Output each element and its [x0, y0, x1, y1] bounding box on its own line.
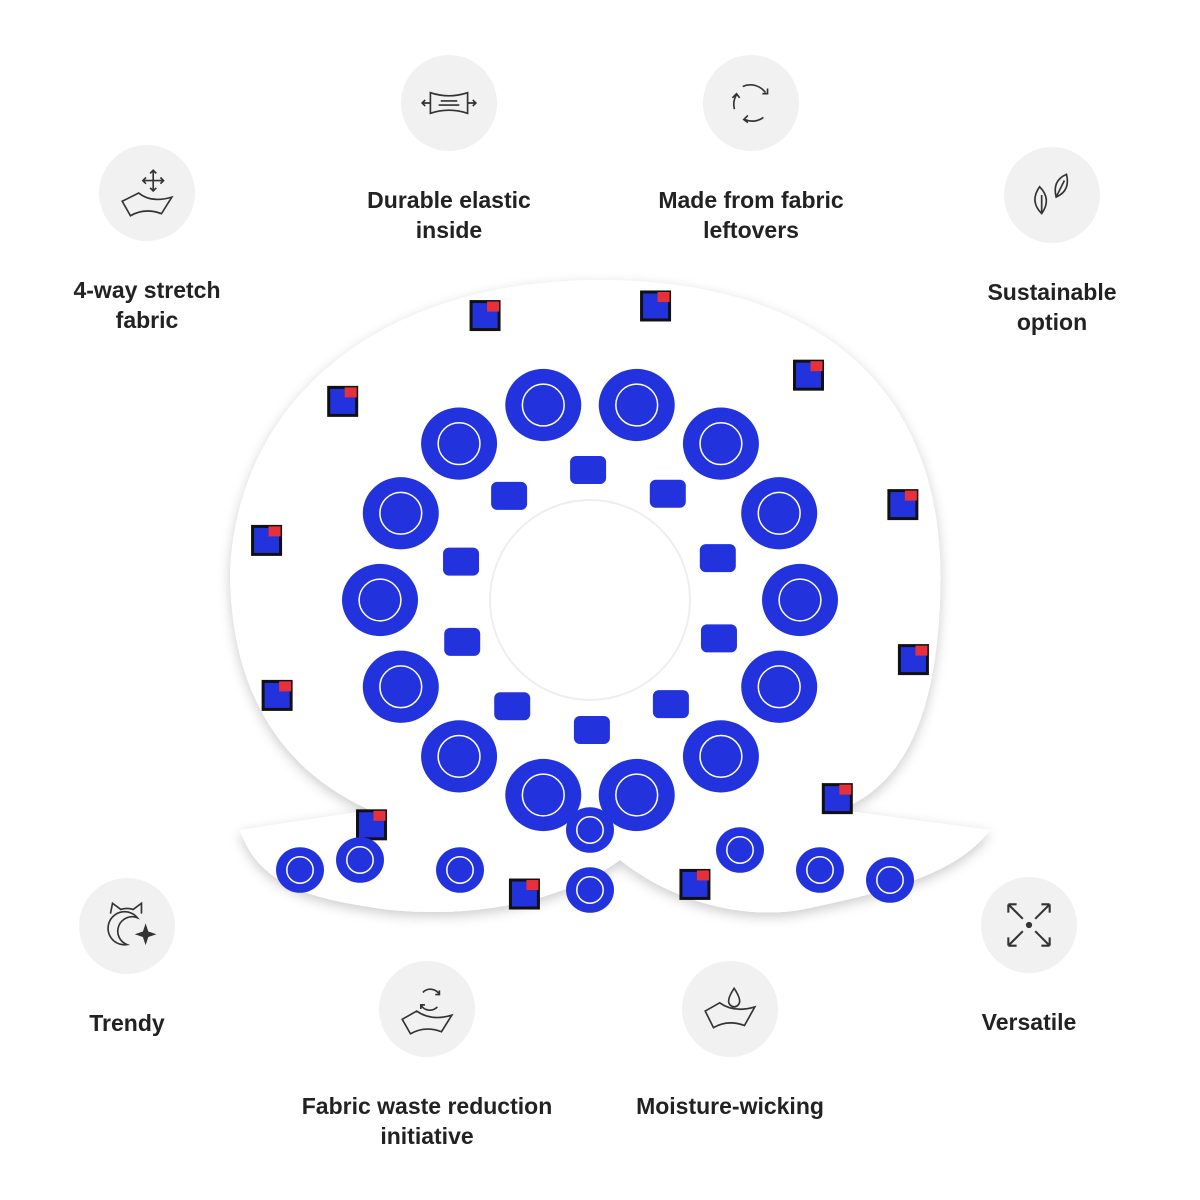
wheel-print [682, 720, 759, 793]
car-print [652, 690, 689, 719]
elastic-icon [401, 55, 497, 151]
wheel-print [741, 477, 818, 550]
expand-arrows-icon [981, 877, 1077, 973]
feature-label: 4-way stretch [73, 277, 221, 303]
car-print [494, 692, 531, 721]
car-print [649, 479, 686, 508]
car-print [251, 524, 283, 556]
car-print [573, 715, 610, 744]
wheel-print [505, 368, 582, 442]
feature-label: fabric [115, 307, 179, 333]
feature-label: Fabric waste reduction [301, 1093, 553, 1119]
wheel-print [762, 563, 838, 637]
feature-sustainable: Sustainable option [902, 147, 1200, 337]
wheel-print [505, 758, 582, 832]
feature-label: Trendy [89, 1010, 165, 1036]
feature-label: Versatile [981, 1009, 1077, 1035]
wheel-print [866, 857, 914, 903]
wheel-print [796, 847, 844, 893]
car-print [443, 547, 480, 576]
car-print [356, 809, 388, 841]
feature-label: inside [415, 217, 483, 243]
wheel-print [598, 368, 675, 442]
wheel-print [362, 477, 439, 550]
car-print [700, 624, 737, 653]
wheel-print [342, 563, 418, 637]
wheel-print [362, 650, 439, 723]
wheel-print [741, 650, 818, 723]
feature-label: Moisture-wicking [636, 1093, 824, 1119]
feature-versatile: Versatile [879, 877, 1179, 1037]
wheel-print [336, 837, 384, 883]
feature-trendy: Trendy [0, 878, 277, 1038]
feature-label: Durable elastic [367, 187, 531, 213]
wheel-print [566, 807, 614, 853]
car-print [444, 627, 481, 656]
fabric-recycle-icon [379, 961, 475, 1057]
stretch-fabric-icon [99, 145, 195, 241]
car-print [469, 300, 501, 332]
car-print [327, 385, 359, 417]
feature-label: Sustainable [987, 279, 1117, 305]
scrunchie-product-image [230, 280, 990, 913]
feature-label: leftovers [703, 217, 799, 243]
cat-sparkle-icon [79, 878, 175, 974]
feature-elastic: Durable elastic inside [299, 55, 599, 245]
recycle-icon [703, 55, 799, 151]
wheel-print [421, 720, 498, 793]
wheel-print [716, 827, 764, 873]
feature-label: option [1016, 309, 1088, 335]
wheel-print [598, 758, 675, 832]
feature-stretch: 4-way stretch fabric [0, 145, 297, 335]
fabric-pattern [251, 290, 929, 913]
feature-label: initiative [380, 1123, 474, 1149]
feature-waste: Fabric waste reduction initiative [277, 961, 577, 1151]
wheel-print [421, 407, 498, 480]
water-drop-icon [682, 961, 778, 1057]
wheel-print [436, 847, 484, 893]
wheel-print [276, 847, 324, 893]
car-print [491, 481, 528, 510]
feature-moisture: Moisture-wicking [580, 961, 880, 1121]
feature-label: Made from fabric [658, 187, 844, 213]
feature-leftovers: Made from fabric leftovers [601, 55, 901, 245]
leaves-icon [1004, 147, 1100, 243]
wheel-print [566, 867, 614, 913]
car-print [570, 456, 607, 485]
car-print [261, 679, 293, 711]
car-print [699, 544, 736, 573]
wheel-print [682, 407, 759, 480]
